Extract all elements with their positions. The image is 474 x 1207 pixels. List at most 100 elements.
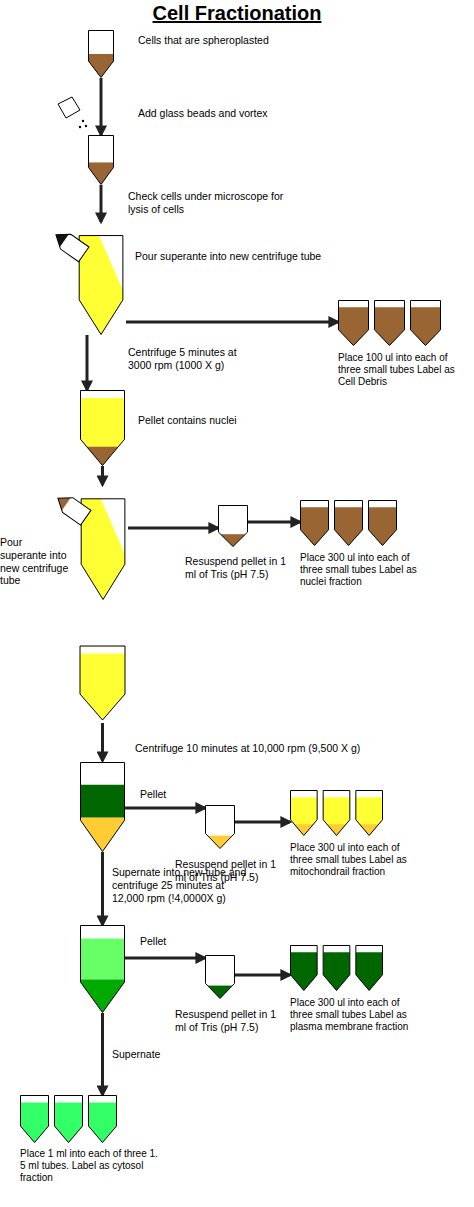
diagram-title: Cell Fractionation bbox=[0, 2, 474, 25]
tube-layer bbox=[301, 507, 329, 545]
flow-arrow bbox=[125, 807, 205, 810]
glass-bead bbox=[82, 120, 84, 122]
tube-outline bbox=[21, 1096, 49, 1143]
tube-outline bbox=[339, 301, 369, 346]
tube-layer bbox=[323, 797, 350, 835]
sample-tubes: Place 100 ul into each of three small tu… bbox=[338, 300, 440, 346]
step-label: Centrifuge 5 minutes at 3000 rpm (1000 X… bbox=[128, 346, 253, 372]
tube-contents bbox=[206, 956, 235, 999]
tube-glass bbox=[356, 946, 383, 991]
tube-contents bbox=[81, 926, 125, 1013]
tube-layer bbox=[81, 398, 125, 466]
tube-layer bbox=[323, 952, 350, 990]
flow-arrow bbox=[101, 852, 104, 925]
tube-layer bbox=[291, 824, 318, 835]
tube-glass bbox=[89, 1096, 117, 1143]
tube-layer bbox=[51, 227, 70, 248]
tube-outline bbox=[206, 956, 235, 999]
tube-contents bbox=[323, 791, 350, 836]
tube-outline bbox=[80, 646, 125, 720]
tube-outline bbox=[55, 1096, 83, 1143]
step-text: Resuspend pellet in 1 ml of Tris (pH 7.5… bbox=[185, 555, 297, 581]
tube-glass bbox=[335, 501, 363, 546]
tube-outline bbox=[356, 946, 383, 991]
flow-arrow bbox=[125, 957, 205, 960]
tube-contents bbox=[339, 301, 369, 346]
tube-layer bbox=[81, 979, 125, 1012]
sample-tubes: Place 300 ul into each of three small tu… bbox=[290, 945, 382, 991]
bead-cap bbox=[58, 97, 80, 118]
centrifuge-tube: Cells that are spheroplasted bbox=[88, 30, 114, 78]
tube-layer bbox=[356, 952, 383, 990]
step-label: Supernate into new tube and centrifuge 2… bbox=[112, 866, 247, 904]
tube-drawing bbox=[20, 1095, 116, 1143]
tube-outline bbox=[411, 301, 441, 346]
tube-layer bbox=[323, 824, 350, 835]
sample-tubes: Place 1 ml into each of three 1. 5 ml tu… bbox=[20, 1095, 116, 1143]
tube-outline bbox=[323, 946, 350, 991]
tube-glass bbox=[53, 491, 91, 525]
sample-tubes: Place 300 ul into each of three small tu… bbox=[290, 790, 382, 836]
tube-drawing bbox=[290, 790, 382, 836]
flow-arrow bbox=[126, 321, 338, 324]
tube-contents bbox=[81, 391, 125, 466]
tube-outline bbox=[335, 501, 363, 546]
tube-outline bbox=[81, 763, 125, 852]
centrifuge-tube: Pour superante into new centrifuge tube bbox=[48, 222, 126, 335]
tube-outline bbox=[89, 136, 114, 185]
tube-drawing bbox=[218, 505, 248, 547]
flow-arrow bbox=[100, 185, 103, 222]
tube-glass bbox=[301, 501, 329, 546]
tube-outline bbox=[301, 501, 329, 546]
tube-layer bbox=[81, 785, 125, 818]
centrifuge-tube: Resuspend pellet in 1 ml of Tris (pH 7.5… bbox=[218, 505, 248, 547]
tube-layer bbox=[81, 447, 125, 466]
step-text: Add glass beads and vortex bbox=[138, 107, 338, 120]
tube-glass bbox=[81, 391, 125, 466]
tube-outline bbox=[291, 791, 318, 836]
tube-contents bbox=[55, 1096, 83, 1143]
tube-contents bbox=[81, 763, 125, 852]
tube-layer bbox=[291, 797, 318, 835]
tube-layer bbox=[291, 952, 318, 990]
tube-drawing bbox=[88, 135, 114, 185]
tube-contents bbox=[53, 491, 91, 525]
tube-glass bbox=[323, 791, 350, 836]
tube-contents bbox=[21, 1096, 49, 1143]
tube-glass bbox=[291, 791, 318, 836]
tube-contents bbox=[206, 806, 235, 849]
step-label: Check cells under microscope for lysis o… bbox=[128, 190, 288, 216]
tube-contents bbox=[219, 506, 248, 547]
tube-contents bbox=[89, 136, 114, 185]
tube-contents bbox=[356, 946, 383, 991]
tube-glass bbox=[411, 301, 441, 346]
tube-outline bbox=[323, 791, 350, 836]
tube-layer bbox=[356, 824, 383, 835]
tube-contents bbox=[291, 791, 318, 836]
tube-layer bbox=[53, 491, 72, 512]
tube-glass bbox=[81, 926, 125, 1013]
tube-outline bbox=[375, 301, 405, 346]
tube-outline bbox=[369, 501, 397, 546]
tilted-tube bbox=[51, 227, 89, 261]
tube-contents bbox=[301, 501, 329, 546]
tube-contents bbox=[89, 1096, 117, 1143]
tube-glass bbox=[89, 136, 114, 185]
tube-layer bbox=[356, 797, 383, 835]
flow-arrow bbox=[101, 723, 104, 761]
step-text: Place 300 ul into each of three small tu… bbox=[290, 997, 422, 1034]
sample-tubes: Place 300 ul into each of three small tu… bbox=[300, 500, 396, 546]
glass-bead bbox=[85, 125, 87, 127]
tube-glass bbox=[369, 501, 397, 546]
tube-glass bbox=[51, 227, 89, 261]
step-note: Centrifuge 10 minutes at 10,000 rpm (9,5… bbox=[135, 742, 435, 755]
tube-drawing bbox=[88, 30, 114, 78]
tube-drawing bbox=[48, 222, 126, 335]
tube-layer bbox=[339, 307, 369, 345]
tube-outline bbox=[89, 1096, 117, 1143]
tube-contents bbox=[411, 301, 441, 346]
centrifuge-tube: Pour superante into new centrifuge tube bbox=[50, 485, 128, 600]
tube-outline bbox=[219, 506, 248, 547]
tube-outline bbox=[206, 806, 235, 849]
step-text: Place 1 ml into each of three 1. 5 ml tu… bbox=[20, 1148, 160, 1185]
